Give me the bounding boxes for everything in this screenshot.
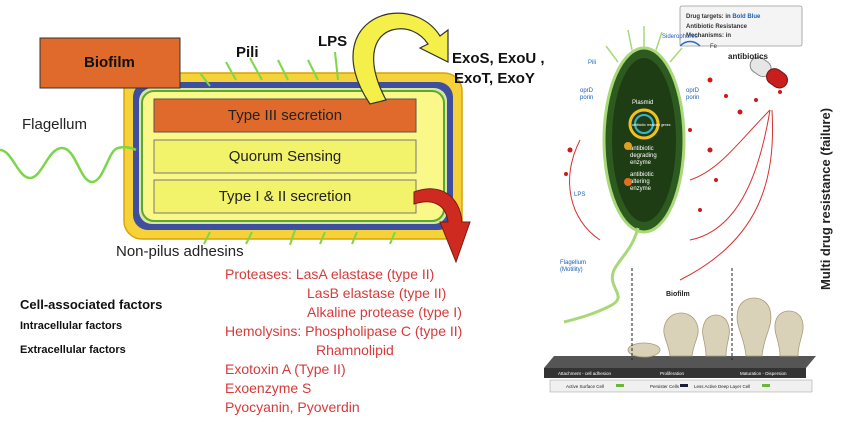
pili-lines [199, 51, 339, 87]
siderophores-label: Siderophores [662, 34, 698, 40]
biofilm-label: Biofilm [84, 54, 135, 71]
pili-label: Pili [236, 44, 259, 61]
flagellum-label: Flagellum [22, 116, 88, 133]
type3-secretion-box [153, 98, 417, 133]
altering-1: antibiotic [630, 172, 654, 178]
secreted-item: Proteases: LasA elastase (type II) [225, 266, 435, 282]
key-line2: Antibiotic Resistance [686, 24, 748, 30]
antibiotics-label: antibiotics [728, 52, 769, 61]
secreted-item: Alkaline protease (type I) [307, 304, 462, 320]
biofilm-colonies [627, 297, 804, 358]
type3-export-arrow [352, 12, 449, 105]
degrading-3: enzyme [630, 160, 652, 166]
plasmid-ring-inner [634, 114, 654, 134]
secreted-item: Hemolysins: Phospholipase C (type II) [225, 323, 463, 339]
stage-attachment: Attachment - cell adhesion [558, 371, 612, 376]
type12-label: Type I & II secretion [218, 188, 352, 205]
biofilm-box [39, 37, 181, 89]
oprd-left-2: porin [580, 95, 593, 101]
resistance-illustration: Drug targets: in Bold Blue Antibiotic Re… [544, 5, 833, 393]
key-box [679, 5, 803, 47]
lps-label-right: LPS [574, 192, 585, 198]
substrate-surface [544, 356, 816, 368]
pili-hairs [605, 26, 683, 63]
key-line3: Mechanisms: in [686, 33, 731, 39]
flagellum-wave [0, 145, 137, 184]
antibiotic-capsule-icon [749, 56, 788, 89]
oprd-right-2: porin [686, 95, 699, 101]
altering-2: altering [630, 179, 650, 185]
biofilm-label-right: Biofilm [666, 291, 690, 298]
secreted-item: LasB elastase (type II) [307, 285, 447, 301]
flagellum-tail [563, 227, 640, 324]
secreted-item: Pyocyanin, Pyoverdin [225, 399, 360, 415]
legend-intracellular: Intracellular factors [20, 320, 123, 332]
quorum-sensing-box [153, 139, 417, 174]
persister-cell-icon [680, 384, 688, 387]
effectors-line1: ExoS, ExoU , [452, 50, 545, 67]
degrading-2: degrading [630, 153, 657, 159]
fe-label: Fe [710, 44, 718, 50]
resistance-arrows [569, 109, 774, 281]
plasmid-ring [628, 108, 660, 140]
legend-active: Active Surface Cell [566, 384, 604, 389]
secreted-item: Exoenzyme S [225, 380, 312, 396]
siderophore-icon [679, 40, 701, 47]
plasmid-label: Plasmid [632, 100, 653, 106]
legend-extracellular: Extracellular factors [20, 344, 126, 356]
adhesins-label: Non-pilus adhesins [116, 243, 244, 260]
flagellum-label-2: (Motility) [560, 267, 583, 273]
antibiotic-particles [564, 77, 782, 212]
oprd-left-1: oprD [580, 88, 594, 94]
enzyme-icon [624, 178, 632, 186]
quorum-label: Quorum Sensing [228, 148, 342, 165]
type3-label: Type III secretion [227, 107, 343, 124]
enzyme-icon [624, 142, 632, 150]
oprd-right-1: oprD [686, 88, 700, 94]
secreted-item: Exotoxin A (Type II) [225, 361, 346, 377]
bacterium-cytoplasm [612, 58, 676, 222]
key-line1: Drug targets: in Bold Blue [686, 14, 761, 20]
vertical-title: Multi drug resistance (failure) [818, 108, 833, 290]
pili-label: Pili [588, 60, 596, 66]
adhesin-lines [203, 229, 396, 246]
legend-deep: Less Active Deep Layer Cell [694, 384, 750, 389]
effectors-line2: ExoT, ExoY [454, 70, 535, 87]
legend-cell-associated: Cell-associated factors [20, 297, 163, 312]
virulence-diagram [0, 12, 471, 264]
resistant-genes-label: antibiotic resistant genes [632, 123, 671, 127]
active-cell-icon [616, 384, 624, 387]
stage-maturation: Maturation - Dispersion [740, 371, 787, 376]
legend-persister: Persister Cells [650, 384, 680, 389]
secreted-item: Rhamnolipid [316, 342, 394, 358]
secretion-arrow [413, 188, 471, 264]
substrate-base [544, 368, 806, 378]
altering-3: enzyme [630, 186, 652, 192]
degrading-1: antibiotic [630, 146, 654, 152]
deep-cell-icon [762, 384, 770, 387]
stage-proliferation: Proliferation [660, 371, 685, 376]
lps-label: LPS [318, 33, 348, 50]
flagellum-label-1: Flagellum [560, 260, 586, 266]
